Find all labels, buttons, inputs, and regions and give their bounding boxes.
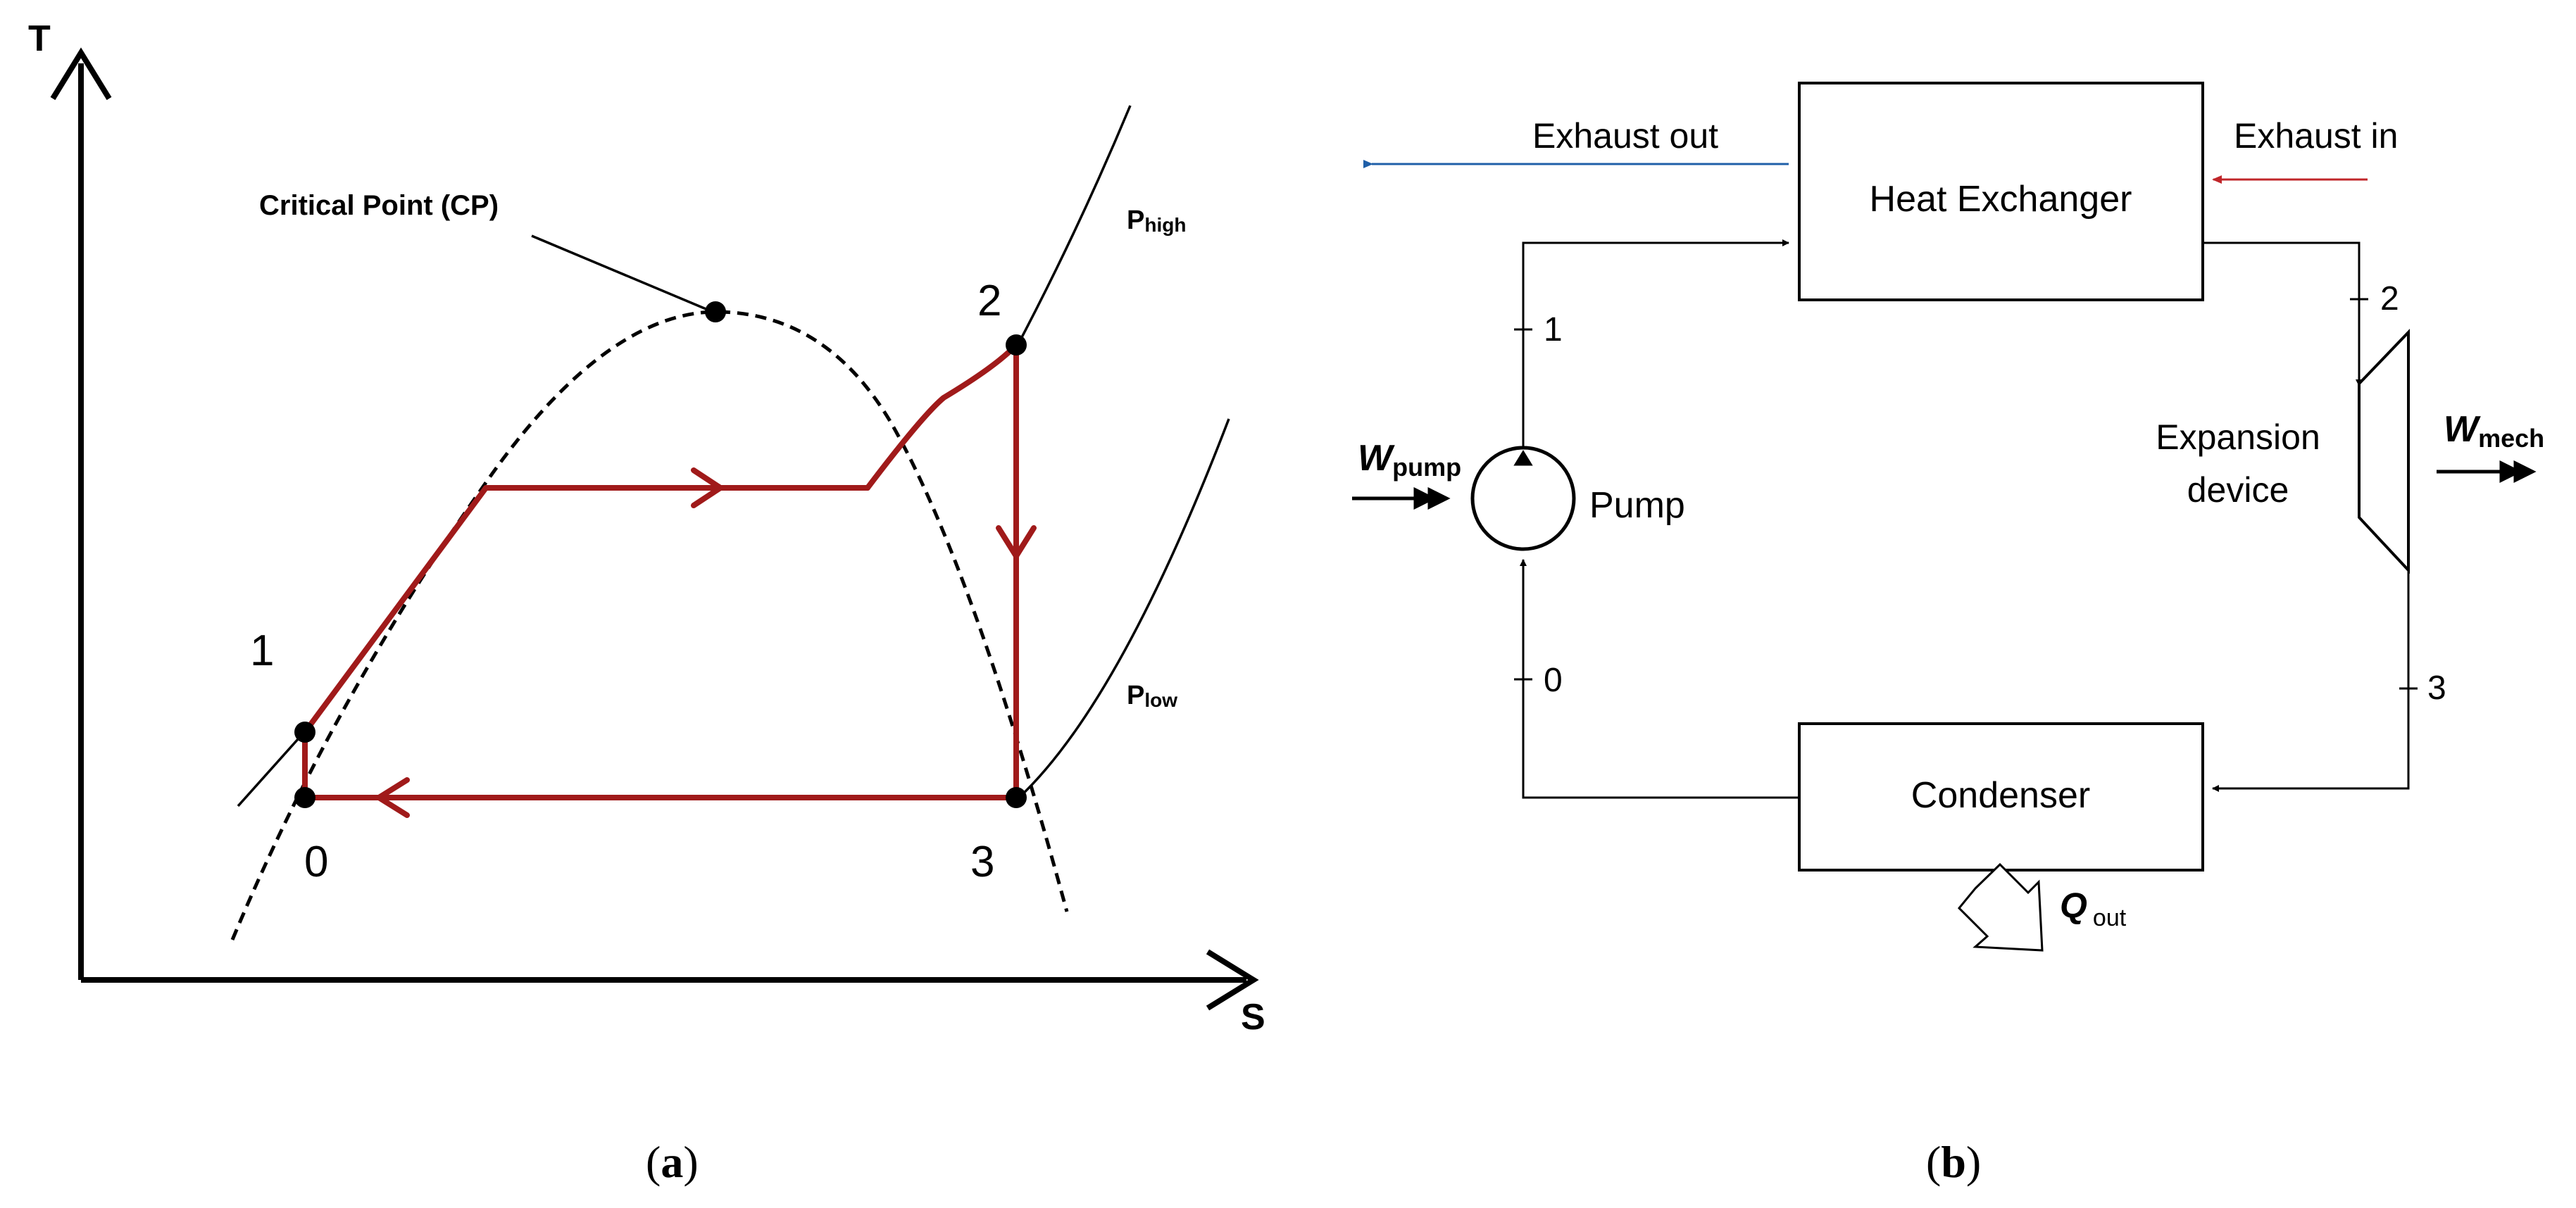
condenser-label: Condenser <box>1911 775 2090 816</box>
cp-leader-line <box>531 234 708 311</box>
point-2 <box>1006 334 1027 356</box>
state-label-0: 0 <box>304 838 328 886</box>
isobar-high <box>1013 105 1132 353</box>
state-label-2: 2 <box>977 277 1001 325</box>
point-cp <box>705 301 726 322</box>
q-out-subscript: out <box>2093 905 2127 931</box>
x-axis-label: S <box>1241 997 1265 1038</box>
state-b-0: 0 <box>1544 662 1563 699</box>
p-low-label: Plow <box>1127 681 1177 711</box>
w-mech-subscript: mech <box>2478 424 2544 453</box>
p-high-label: Phigh <box>1127 206 1186 236</box>
panel-a-ts-diagram: T S Critical Point (CP) Phigh Pl <box>28 18 1265 1187</box>
expansion-label-line2: device <box>2187 470 2289 510</box>
arrow-condense <box>376 777 410 818</box>
arrow-expansion <box>996 525 1037 559</box>
y-axis-label: T <box>28 18 51 59</box>
caption-b: (b) <box>1926 1137 1981 1187</box>
arrow-heating <box>691 467 723 508</box>
state-ticks <box>1514 298 2418 690</box>
isobar-low <box>1016 418 1230 800</box>
critical-point-label: Critical Point (CP) <box>259 190 499 221</box>
state-label-3: 3 <box>970 838 994 886</box>
w-pump-label: Wpump <box>1358 438 1461 482</box>
y-axis-arrowhead <box>50 47 112 101</box>
w-mech-arrow <box>2437 460 2537 484</box>
heat-exchanger-box <box>1798 82 2204 301</box>
state-b-2: 2 <box>2380 280 2399 317</box>
p-low-subscript: low <box>1144 689 1177 711</box>
p-high-subscript: high <box>1144 214 1186 236</box>
state-b-3: 3 <box>2427 669 2446 707</box>
saturation-dome <box>230 310 1069 940</box>
q-out-arrow <box>1957 862 2044 952</box>
state-b-1: 1 <box>1544 311 1563 348</box>
expansion-device-symbol <box>2358 329 2410 574</box>
w-mech-label: Wmech <box>2444 409 2544 453</box>
x-axis-arrowhead <box>1206 949 1259 1011</box>
w-pump-arrow <box>1352 486 1451 510</box>
heat-exchanger-label: Heat Exchanger <box>1870 179 2132 220</box>
point-3 <box>1006 787 1027 808</box>
exhaust-out-label: Exhaust out <box>1532 116 1718 156</box>
pipe-hx-to-expander <box>2203 241 2363 386</box>
expansion-label-line1: Expansion <box>2156 417 2320 457</box>
exhaust-in-label: Exhaust in <box>2234 116 2398 156</box>
state-label-1: 1 <box>250 627 274 675</box>
w-pump-subscript: pump <box>1392 453 1461 482</box>
pipe-pump-to-hx <box>1522 239 1789 448</box>
panel-b-schematic: Heat Exchanger Condenser Pump Expansion … <box>1352 82 2544 1187</box>
process-1-2-superheat <box>865 342 1019 491</box>
pump-label: Pump <box>1589 485 1685 526</box>
caption-a: (a) <box>646 1137 699 1187</box>
pipe-expander-to-condenser <box>2212 570 2410 792</box>
pipe-condenser-to-pump <box>1520 559 1799 799</box>
piping <box>1513 239 2410 799</box>
process-1-2-heating <box>302 485 870 735</box>
cycle-path <box>302 342 1037 818</box>
axes <box>50 47 1259 1011</box>
point-0 <box>294 787 315 808</box>
point-1 <box>294 722 315 743</box>
isobar-low-left <box>237 731 306 807</box>
pump-inner-arrow <box>1513 450 1533 466</box>
